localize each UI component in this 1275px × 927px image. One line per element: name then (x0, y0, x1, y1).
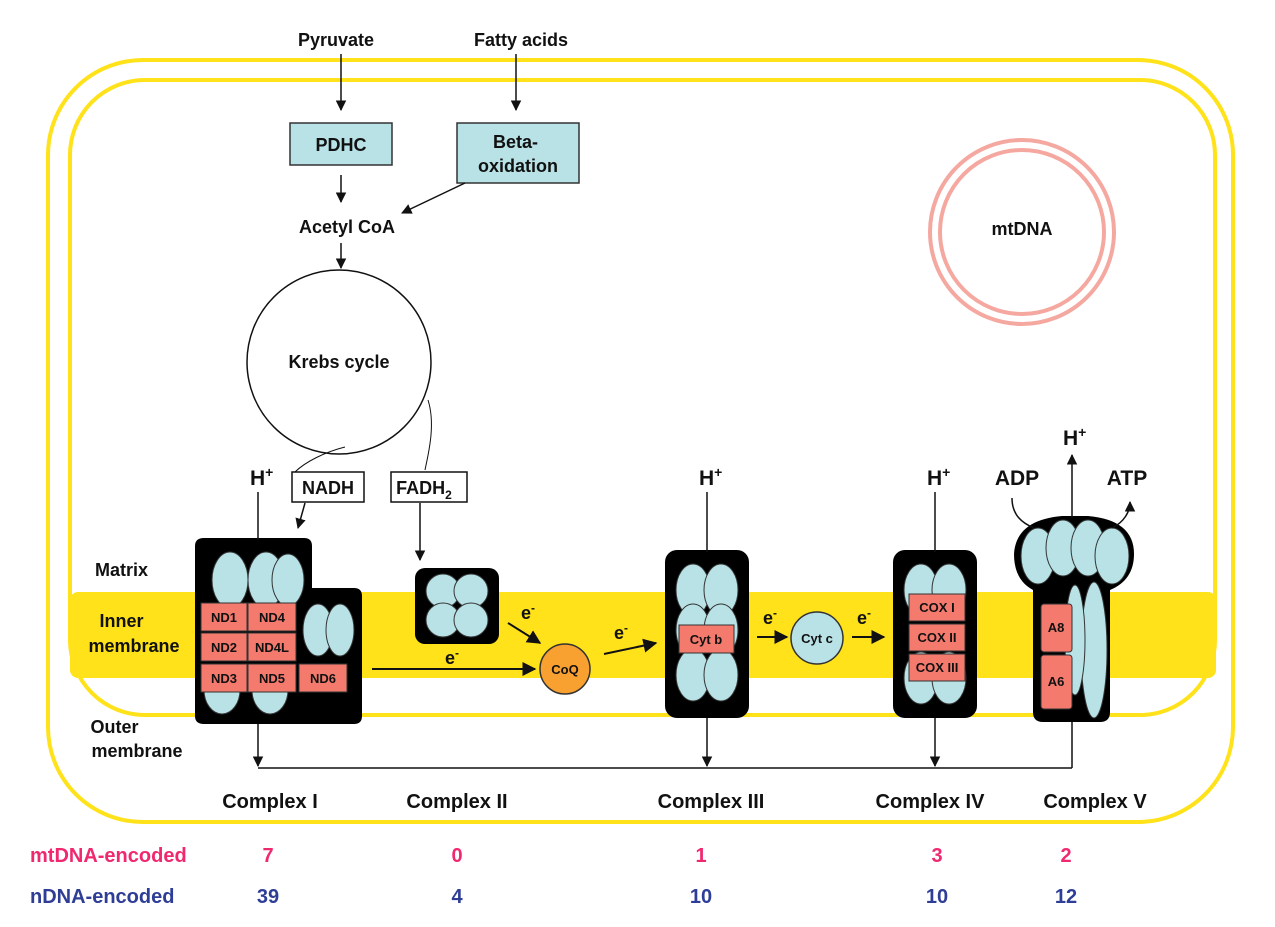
electron-label-2: e- (521, 601, 535, 623)
nd-value-complex1: 39 (257, 886, 279, 908)
krebs-to-fadh2-curve (424, 399, 432, 471)
pdhc-box (289, 122, 393, 166)
subunit-nd4l-label: ND4L (255, 640, 289, 655)
acetyl-coa-label: Acetyl CoA (299, 217, 395, 237)
nd-value-complex2: 4 (451, 886, 463, 908)
fadh2-label: FADH2 (396, 478, 452, 502)
mtdna-ring-inner (938, 148, 1106, 316)
complex-name-1: Complex I (222, 791, 318, 813)
subunit-nd2-label: ND2 (211, 640, 237, 655)
inner-boundary-outline (68, 78, 1217, 717)
proton-complex4: H+ (927, 464, 950, 490)
cyt-c-circle (790, 611, 844, 665)
ndna-encoded-label: nDNA-encoded (30, 886, 174, 908)
fadh2-box (390, 471, 468, 503)
subunit-cox-ii-label: COX II (917, 630, 956, 645)
subunit-a6-label: A6 (1048, 674, 1065, 689)
beta-oxidation-box (456, 122, 580, 184)
subunit-a8-label: A8 (1048, 620, 1065, 635)
mt-value-complex4: 3 (931, 845, 942, 867)
electron-label-4: e- (763, 606, 777, 628)
subunit-nd4-label: ND4 (259, 610, 286, 625)
atp-label: ATP (1107, 467, 1147, 490)
subunit-nd5 (247, 663, 297, 693)
subunit-nd6-label: ND6 (310, 671, 336, 686)
subunit-nd4 (247, 602, 297, 632)
nd-value-complex3: 10 (690, 886, 712, 908)
subunit-nd2 (200, 632, 248, 662)
beta-oxidation-label: Beta- oxidation (478, 132, 558, 176)
mt-value-complex5: 2 (1060, 845, 1071, 867)
subunit-cyt-b-label: Cyt b (690, 632, 723, 647)
subunit-nd3 (200, 663, 248, 693)
nd-value-complex4: 10 (926, 886, 948, 908)
complex-name-3: Complex III (658, 791, 765, 813)
krebs-to-nadh-curve (294, 446, 346, 473)
subunit-cox-i (908, 593, 966, 622)
electron-label-3: e- (614, 621, 628, 643)
inner-membrane-label: Inner membrane (88, 611, 179, 656)
krebs-cycle-label: Krebs cycle (288, 352, 389, 372)
nadh-label: NADH (302, 478, 354, 498)
pyruvate-label: Pyruvate (298, 30, 374, 50)
coq-label: CoQ (551, 662, 578, 677)
subunit-nd5-label: ND5 (259, 671, 285, 686)
mtdna-ring-outer (928, 138, 1116, 326)
complex-name-2: Complex II (406, 791, 507, 813)
electron-label-1: e- (445, 646, 459, 668)
coq-circle (539, 643, 591, 695)
fatty-acids-label: Fatty acids (474, 30, 568, 50)
cyt-c-label: Cyt c (801, 631, 833, 646)
complex2-body (415, 568, 499, 644)
pdhc-label: PDHC (315, 135, 366, 155)
outer-membrane-label: Outer membrane (90, 717, 182, 761)
arrow-nadh-complex1 (295, 502, 306, 530)
proton-complex1: H+ (250, 464, 273, 490)
subunit-nd1 (200, 602, 248, 632)
electron-label-5: e- (857, 606, 871, 628)
complex-name-4: Complex IV (876, 791, 986, 813)
complex2-ellipses (425, 573, 489, 638)
subunit-nd1-label: ND1 (211, 610, 237, 625)
subunit-cyt-b (678, 624, 735, 654)
subunit-a8 (1040, 603, 1073, 653)
subunit-cox-iii (908, 653, 966, 682)
mt-value-complex3: 1 (695, 845, 706, 867)
electron-arrow-coq-complex3 (603, 638, 658, 655)
matrix-label: Matrix (95, 560, 148, 580)
mtdna-label: mtDNA (992, 219, 1053, 239)
proton-complex5: H+ (1063, 424, 1086, 450)
atp-curve (1111, 500, 1136, 529)
krebs-cycle-circle (246, 269, 432, 455)
mt-value-complex2: 0 (451, 845, 462, 867)
adp-label: ADP (995, 467, 1039, 490)
mt-value-complex1: 7 (262, 845, 273, 867)
adp-curve (1011, 497, 1035, 529)
subunit-cox-iii-label: COX III (916, 660, 959, 675)
subunit-cox-ii (908, 623, 966, 652)
complex-name-5: Complex V (1043, 791, 1147, 813)
electron-arrow-complex2-coq (507, 622, 542, 644)
subunit-nd6 (298, 663, 348, 693)
complex1-subunits: ND1 ND4 ND2 ND4L ND3 ND5 ND6 (200, 602, 348, 693)
arrow-beta-acetyl (401, 182, 466, 214)
subunit-cox-i-label: COX I (919, 600, 954, 615)
mtdna-encoded-label: mtDNA-encoded (30, 845, 187, 867)
subunit-a6 (1040, 654, 1073, 710)
subunit-nd4l (247, 632, 297, 662)
nd-value-complex5: 12 (1055, 886, 1077, 908)
outer-membrane-outline (46, 58, 1235, 824)
nadh-box (291, 471, 365, 503)
proton-complex3: H+ (699, 464, 722, 490)
subunit-nd3-label: ND3 (211, 671, 237, 686)
